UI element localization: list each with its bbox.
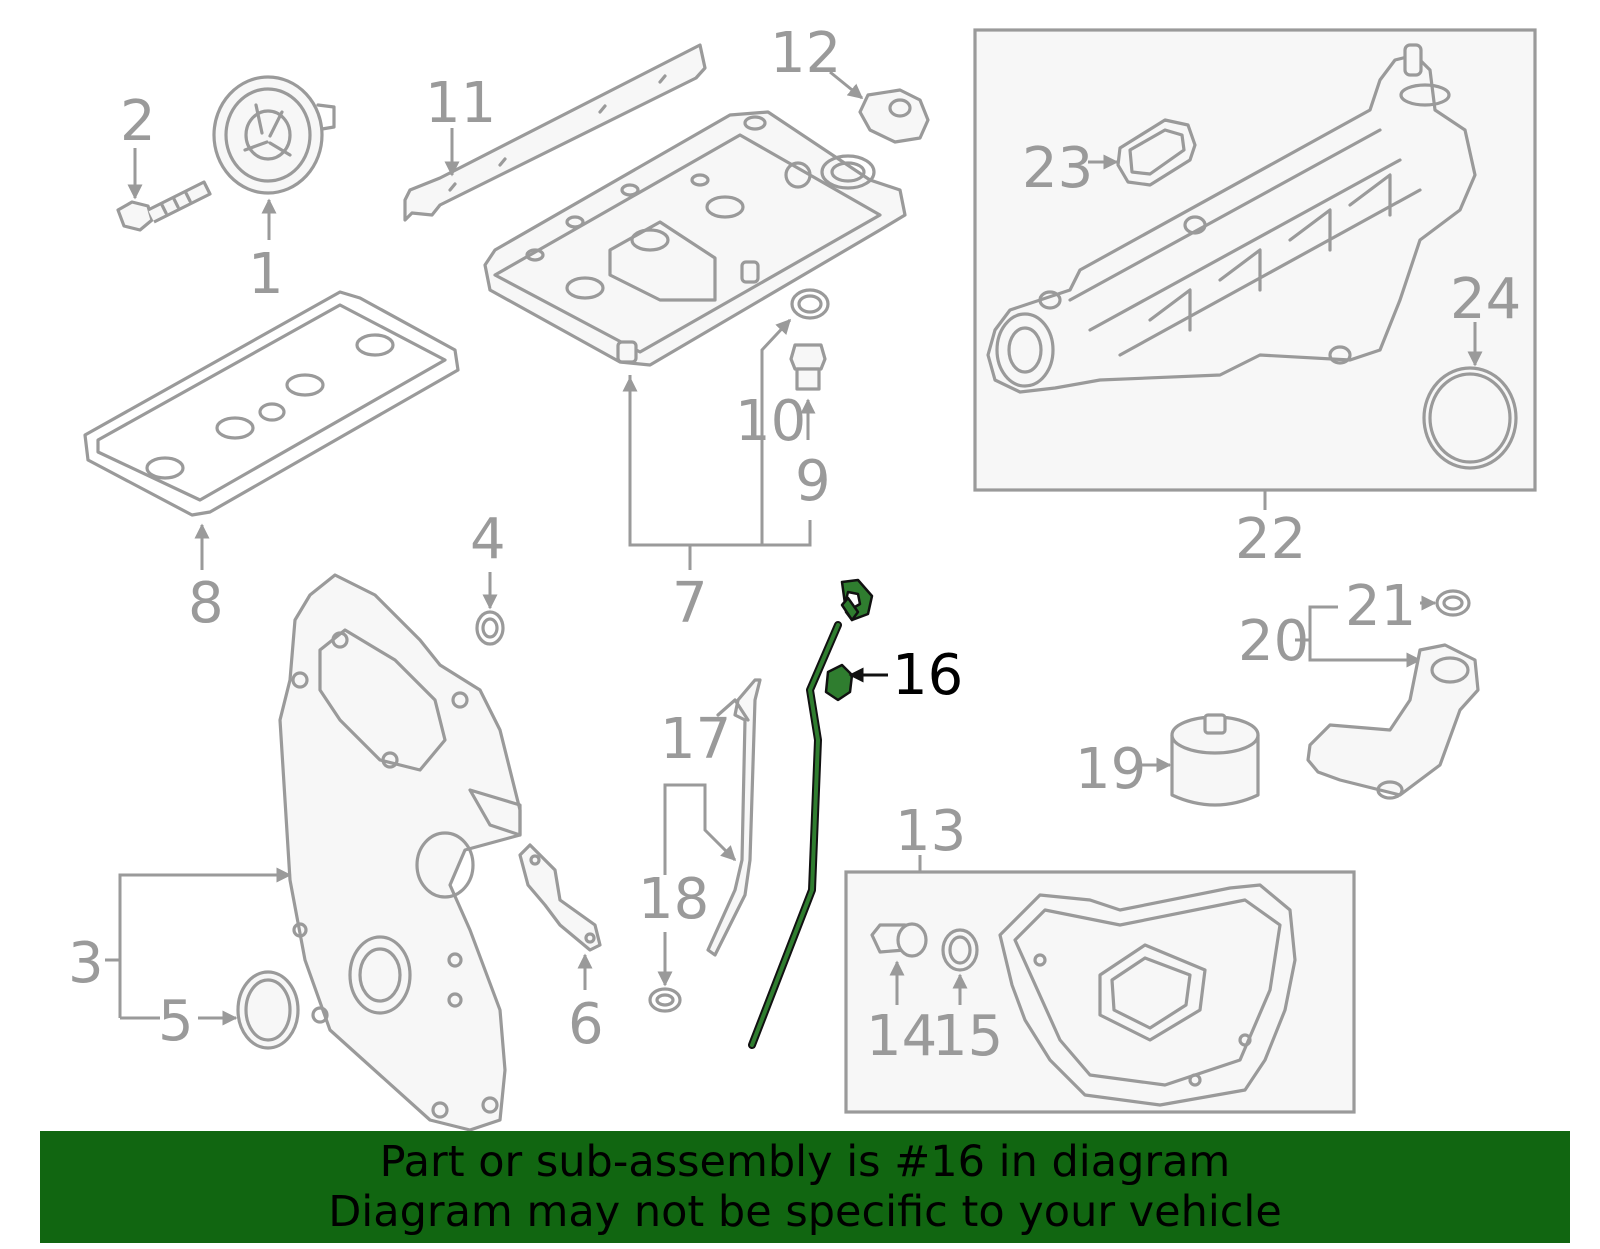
oil-dipstick-highlighted <box>748 578 874 1049</box>
callout-14: 14 <box>866 1004 937 1069</box>
callout-21: 21 <box>1345 574 1416 639</box>
plug-9 <box>789 343 827 391</box>
callout-9: 9 <box>795 449 831 514</box>
callout-5: 5 <box>158 989 194 1054</box>
callout-8: 8 <box>188 571 224 636</box>
cover-cap <box>858 88 930 144</box>
callout-1: 1 <box>248 242 284 307</box>
gasket-6 <box>518 843 602 952</box>
cover-strip <box>403 43 707 222</box>
crank-pulley <box>212 75 336 195</box>
callout-10: 10 <box>735 389 806 454</box>
callout-12: 12 <box>770 21 841 86</box>
callout-7: 7 <box>672 571 708 636</box>
callout-4: 4 <box>470 507 506 572</box>
oil-pan <box>998 883 1297 1107</box>
callout-17: 17 <box>660 707 731 772</box>
callout-13: 13 <box>895 799 966 864</box>
pulley-bolt <box>116 180 212 232</box>
front-seal <box>236 970 300 1050</box>
washer-10 <box>790 288 830 320</box>
valve-cover <box>483 110 907 367</box>
callout-15: 15 <box>932 1004 1003 1069</box>
callout-22: 22 <box>1235 507 1306 572</box>
info-banner: Part or sub-assembly is #16 in diagram D… <box>40 1131 1570 1243</box>
dipstick-tube <box>706 678 762 957</box>
timing-cover <box>278 573 522 1132</box>
callout-6: 6 <box>568 992 604 1057</box>
oring-18 <box>648 987 682 1013</box>
intake-manifold <box>986 43 1477 394</box>
callout-20: 20 <box>1238 609 1309 674</box>
callout-18: 18 <box>638 867 709 932</box>
valve-cover-gasket <box>83 290 460 517</box>
oring-21 <box>1435 589 1471 617</box>
gasket-23 <box>1116 118 1197 187</box>
banner-line-1: Part or sub-assembly is #16 in diagram <box>379 1137 1231 1187</box>
callout-24: 24 <box>1450 267 1521 332</box>
filter-adapter <box>1306 643 1480 800</box>
drain-plug <box>870 922 928 958</box>
washer-4 <box>475 610 505 646</box>
oil-filter <box>1170 713 1260 807</box>
banner-line-2: Diagram may not be specific to your vehi… <box>328 1187 1282 1237</box>
drain-washer <box>941 928 979 972</box>
callout-11: 11 <box>425 71 496 136</box>
callout-3: 3 <box>68 931 104 996</box>
callout-16: 16 <box>892 643 963 708</box>
callout-2: 2 <box>120 89 156 154</box>
callout-23: 23 <box>1022 136 1093 201</box>
callout-19: 19 <box>1075 737 1146 802</box>
gasket-24 <box>1422 366 1518 470</box>
